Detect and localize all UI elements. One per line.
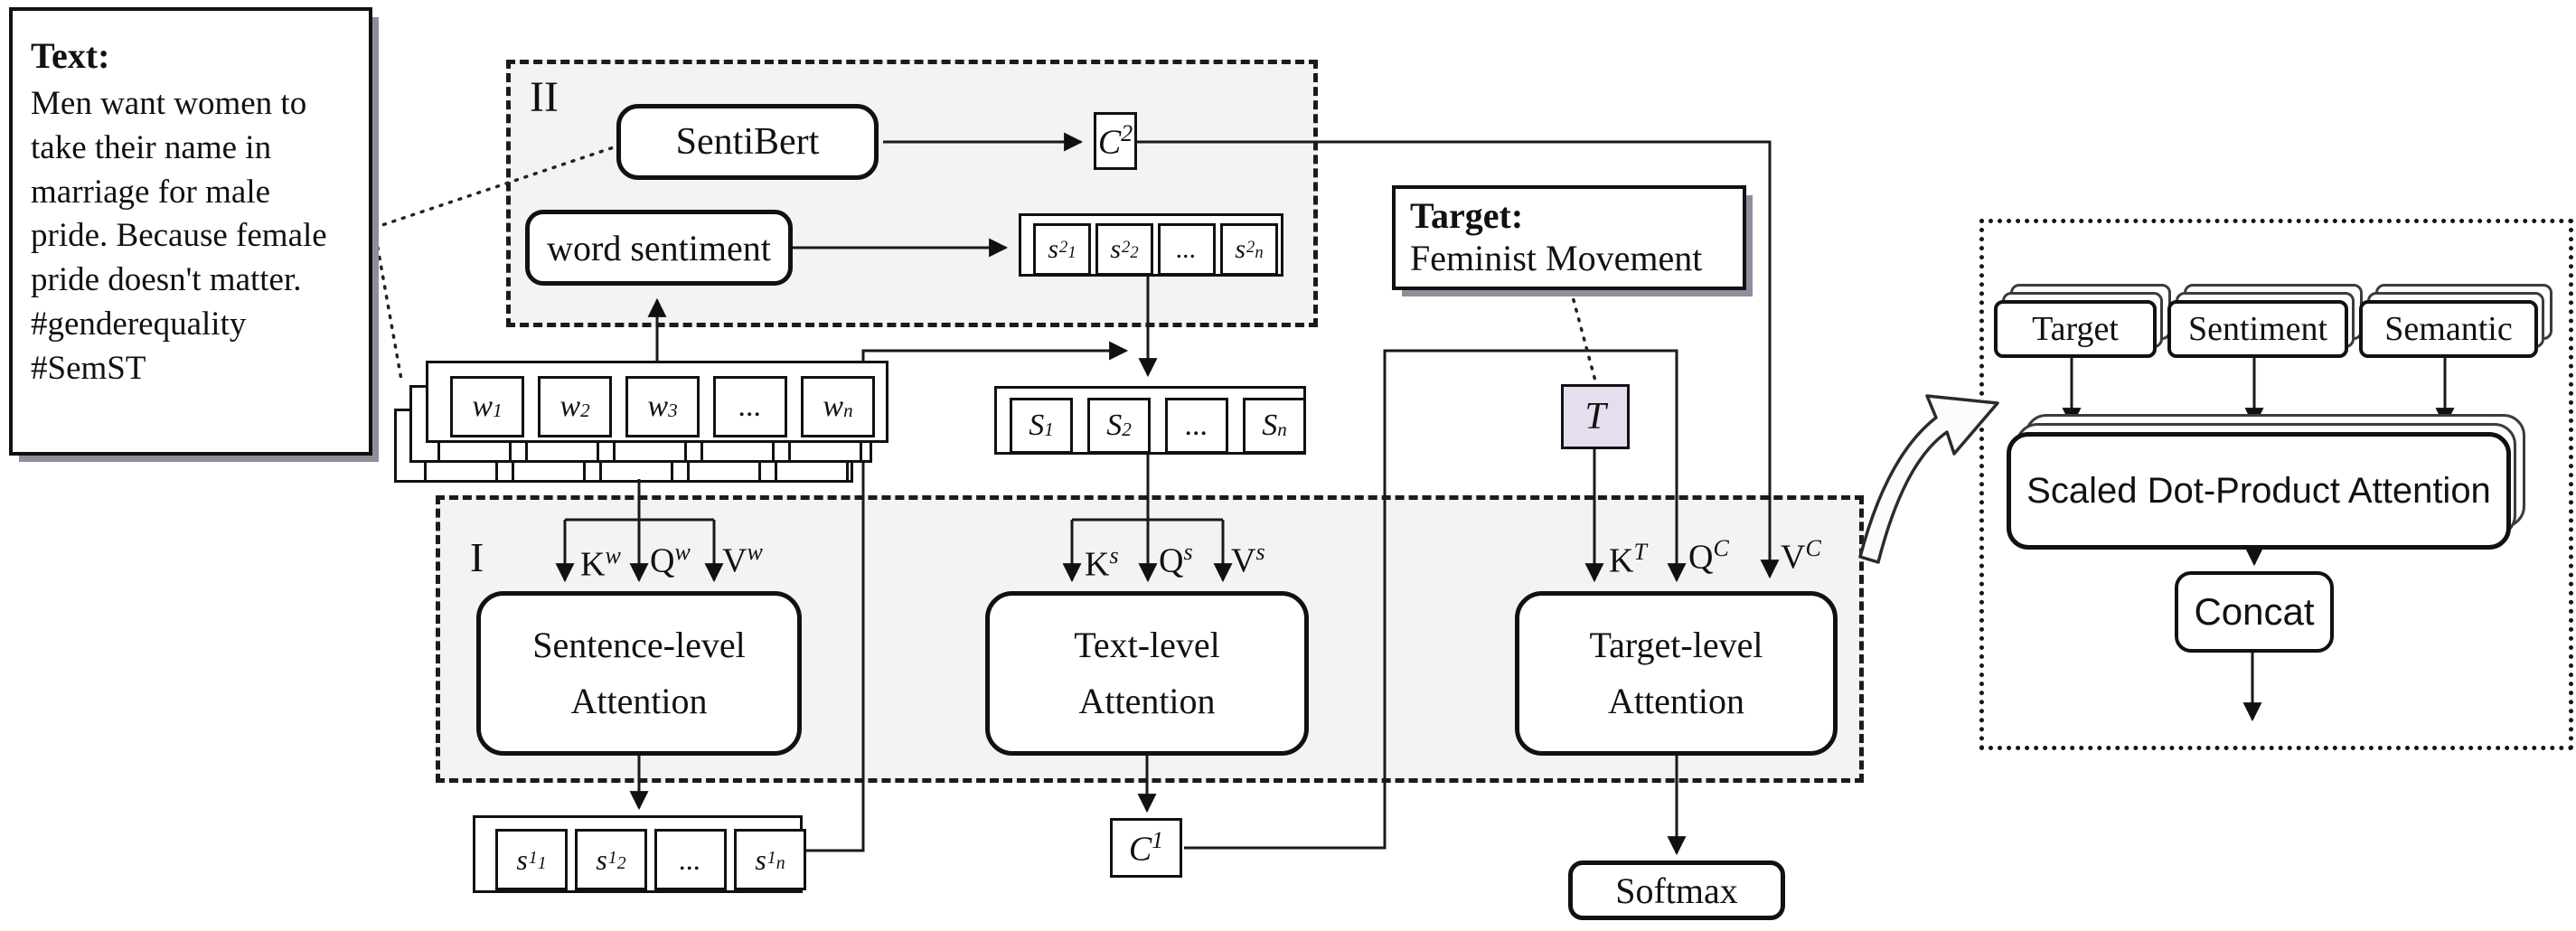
label-kt: KT [1609,539,1647,580]
text-attention-line2: Attention [1078,681,1216,721]
t-label: T [1584,396,1606,437]
line-c1-to-qc [1184,349,1687,850]
concat-box: Concat [2175,571,2334,653]
text-sample-title: Text: [31,35,110,76]
sentibert-box: SentiBert [616,104,879,180]
label-vc: VC [1781,535,1821,577]
sentence-attention-line1: Sentence-level [532,625,746,665]
word-sentiment-label: word sentiment [547,227,771,268]
s2-cell-ellipsis: ... [1158,223,1216,276]
line-wrow-to-kqv-split [565,479,714,522]
sentence-attention-line2: Attention [570,681,708,721]
module-ii-label: II [530,73,559,121]
c2-label: C2 [1097,119,1133,162]
text-attention-box: Text-level Attention [985,591,1309,756]
sentence-attention-box: Sentence-level Attention [476,591,802,756]
line-c2-to-vc [1137,140,1780,579]
target-info-box: Target: Feminist Movement [1392,185,1746,290]
module-i-label: I [470,534,484,580]
text-sample-box: Text: Men want women to take their name … [9,7,372,456]
c1-box: C1 [1110,818,1182,878]
label-qw: Qw [650,539,691,580]
sdpa-label: Scaled Dot-Product Attention [2026,470,2491,511]
panel-sentiment-box: Sentiment [2167,284,2363,358]
c2-box: C2 [1094,112,1137,170]
softmax-box: Softmax [1568,860,1785,920]
label-qs: Qs [1159,539,1193,580]
line-s1row-to-srow [803,341,1129,852]
t-box: T [1561,384,1630,449]
text-sample-body: Men want women to take their name in mar… [31,85,327,387]
swoosh-arrow-icon [1858,394,1999,564]
w-cell-ellipsis: ... [713,376,787,437]
label-qc: QC [1688,535,1729,577]
label-vw: Vw [722,539,763,580]
target-info-title: Target: [1410,195,1524,236]
dotted-text-to-sentibert [372,145,618,230]
target-attention-box: Target-level Attention [1515,591,1838,756]
c1-label: C1 [1128,826,1164,869]
label-vs: Vs [1231,539,1265,580]
label-ks: Ks [1085,542,1119,584]
concat-label: Concat [2194,590,2315,633]
s-cell-ellipsis: ... [1165,398,1228,454]
softmax-label: Softmax [1615,870,1738,911]
line-srow-to-kqv-split [1072,455,1223,522]
dotted-targetbox-to-t [1569,288,1598,386]
target-attention-line2: Attention [1607,681,1745,721]
label-kw: Kw [580,542,621,584]
panel-semantic-box: Semantic [2359,284,2552,358]
panel-target-box: Target [1994,284,2171,358]
text-attention-line1: Text-level [1074,625,1220,665]
panel-semantic-label: Semantic [2384,310,2513,348]
sdpa-box: Scaled Dot-Product Attention [2007,414,2525,550]
word-sentiment-box: word sentiment [525,210,793,286]
panel-sentiment-label: Sentiment [2187,310,2328,348]
target-attention-line1: Target-level [1589,625,1763,665]
sentibert-label: SentiBert [675,121,820,163]
s1-cell-ellipsis: ... [654,829,727,890]
target-info-value: Feminist Movement [1410,238,1703,278]
panel-target-label: Target [2032,310,2119,348]
dotted-text-to-wrow [372,226,403,381]
